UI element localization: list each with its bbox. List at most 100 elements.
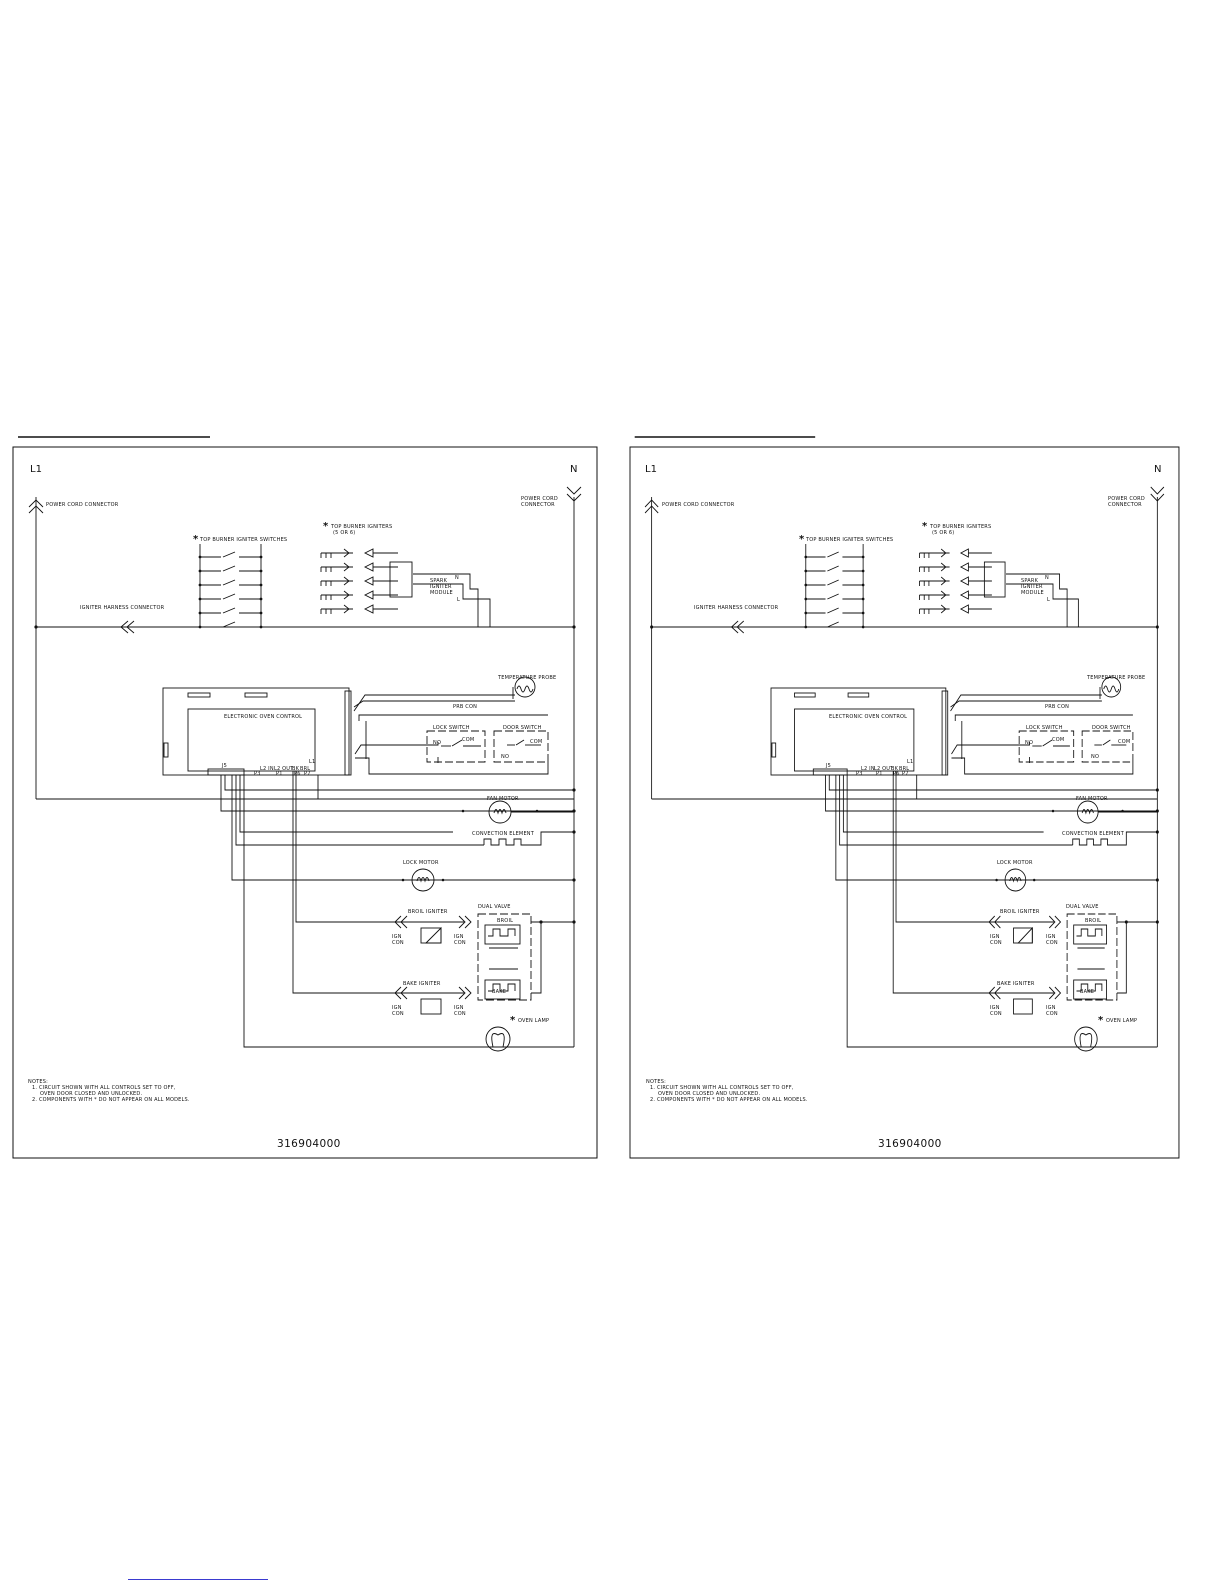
dual-valve-label: DUAL VALVE [1066, 904, 1099, 910]
spark-l-terminal: L [457, 597, 460, 603]
power-cord-connector-label: POWER CORD CONNECTOR [46, 502, 119, 508]
spark-n-terminal: N [455, 575, 459, 581]
pin-j5: J5 [221, 763, 227, 769]
bake-igniter-label: BAKE IGNITER [403, 981, 441, 987]
pin-p1: P1 [876, 771, 883, 777]
ign-label: IGN [454, 1005, 464, 1011]
footer-link-underline[interactable] [128, 1579, 268, 1580]
top-burner-igniters-label: TOP BURNER IGNITERS [330, 524, 392, 530]
broil-igniter-label: BROIL IGNITER [1000, 909, 1040, 915]
schematic-right: L1 N POWER CORD CONNECTOR POWER CORD CON… [629, 436, 1180, 1159]
note-2: 2. COMPONENTS WITH * DO NOT APPEAR ON AL… [32, 1097, 190, 1103]
labels-right: L1 N POWER CORD CONNECTOR POWER CORD CON… [645, 464, 1161, 1150]
pin-p3: P3 [856, 771, 863, 777]
rail-label-n: N [1154, 464, 1161, 475]
temperature-probe-label: TEMPERATURE PROBE [1086, 675, 1145, 681]
pin-p6: P6 [294, 771, 301, 777]
notes-title: NOTES: [28, 1079, 48, 1085]
broil-igniter-label: BROIL IGNITER [408, 909, 448, 915]
pin-l1: L1 [907, 759, 913, 765]
pin-bk: BK [292, 766, 300, 772]
pin-p7: P7 [902, 771, 909, 777]
valve-bake-label: BAKE [1080, 989, 1094, 995]
convection-element-label: CONVECTION ELEMENT [472, 831, 535, 837]
schematic-left: L1 N POWER CORD CONNECTOR POWER CORD CON… [12, 436, 598, 1159]
lock-switch-com: COM [462, 737, 474, 743]
pin-p7: P7 [304, 771, 311, 777]
door-switch-label: DOOR SWITCH [503, 725, 542, 731]
spark-module-label-l1: SPARK [1021, 578, 1039, 584]
note-1a: 1. CIRCUIT SHOWN WITH ALL CONTROLS SET T… [650, 1085, 794, 1091]
door-switch-no: NO [1091, 754, 1099, 760]
lock-switch-label: LOCK SWITCH [433, 725, 470, 731]
spark-module-label-l3: MODULE [1021, 590, 1044, 596]
spark-module-label-l1: SPARK [430, 578, 448, 584]
prb-con-label: PRB CON [1045, 704, 1069, 710]
ign-label: IGN [454, 934, 464, 940]
notes-title: NOTES: [646, 1079, 666, 1085]
igniter-harness-label: IGNITER HARNESS CONNECTOR [694, 605, 779, 611]
lock-motor-label: LOCK MOTOR [403, 860, 439, 866]
part-number: 316904000 [878, 1138, 942, 1150]
top-burner-igniters-label: TOP BURNER IGNITERS [929, 524, 991, 530]
pin-l2-out: L2 OUT [874, 766, 894, 772]
note-1b: OVEN DOOR CLOSED AND UNLOCKED. [658, 1091, 760, 1097]
lock-switch-no: NO [433, 740, 441, 746]
electronic-oven-control-label: ELECTRONIC OVEN CONTROL [829, 714, 907, 720]
door-switch-no: NO [501, 754, 509, 760]
optional-star: * [922, 521, 928, 532]
power-cord-connector-right-l2: CONNECTOR [521, 502, 555, 508]
pin-l2-in: L2 IN [260, 766, 274, 772]
pin-bk: BK [891, 766, 899, 772]
lock-switch-com: COM [1052, 737, 1064, 743]
convection-element-label: CONVECTION ELEMENT [1062, 831, 1125, 837]
pin-l2-in: L2 IN [861, 766, 875, 772]
electronic-oven-control-label: ELECTRONIC OVEN CONTROL [224, 714, 302, 720]
pin-l2-out: L2 OUT [274, 766, 294, 772]
rail-label-n: N [570, 464, 577, 475]
optional-star: * [510, 1015, 516, 1026]
pin-p6: P6 [893, 771, 900, 777]
oven-lamp-label: OVEN LAMP [1106, 1018, 1137, 1024]
labels-left: L1 N POWER CORD CONNECTOR POWER CORD CON… [28, 464, 577, 1150]
con-label: CON [454, 940, 466, 946]
pin-p1: P1 [276, 771, 283, 777]
dual-valve-label: DUAL VALVE [478, 904, 511, 910]
power-cord-connector-right-l1: POWER CORD [521, 496, 558, 502]
lock-switch-no: NO [1025, 740, 1033, 746]
pin-j5: J5 [825, 763, 831, 769]
pin-brl: BRL [899, 766, 909, 772]
top-burner-switches-label: TOP BURNER IGNITER SWITCHES [199, 537, 287, 543]
optional-star: * [1098, 1015, 1104, 1026]
power-cord-connector-right-l2: CONNECTOR [1108, 502, 1142, 508]
valve-broil-label: BROIL [1085, 918, 1101, 924]
door-switch-label: DOOR SWITCH [1092, 725, 1131, 731]
fan-motor-label: FAN MOTOR [1076, 796, 1108, 802]
valve-broil-label: BROIL [497, 918, 513, 924]
pin-p3: P3 [254, 771, 261, 777]
temperature-probe-label: TEMPERATURE PROBE [497, 675, 556, 681]
valve-bake-label: BAKE [492, 989, 506, 995]
con-label: CON [990, 1011, 1002, 1017]
spark-module-label-l2: IGNITER [430, 584, 452, 590]
ign-label: IGN [990, 934, 1000, 940]
spark-module-label-l2: IGNITER [1021, 584, 1043, 590]
part-number: 316904000 [277, 1138, 341, 1150]
fan-motor-label: FAN MOTOR [487, 796, 519, 802]
con-label: CON [990, 940, 1002, 946]
note-2: 2. COMPONENTS WITH * DO NOT APPEAR ON AL… [650, 1097, 808, 1103]
optional-star: * [799, 534, 805, 545]
pin-l1: L1 [309, 759, 315, 765]
prb-con-label: PRB CON [453, 704, 477, 710]
spark-n-terminal: N [1045, 575, 1049, 581]
con-label: CON [454, 1011, 466, 1017]
power-cord-connector-right-l1: POWER CORD [1108, 496, 1145, 502]
ign-label: IGN [392, 1005, 402, 1011]
igniter-count-label: (5 OR 6) [932, 530, 954, 536]
lock-switch-label: LOCK SWITCH [1026, 725, 1063, 731]
ign-label: IGN [1046, 1005, 1056, 1011]
ign-label: IGN [990, 1005, 1000, 1011]
oven-lamp-label: OVEN LAMP [518, 1018, 549, 1024]
igniter-count-label: (5 OR 6) [333, 530, 355, 536]
